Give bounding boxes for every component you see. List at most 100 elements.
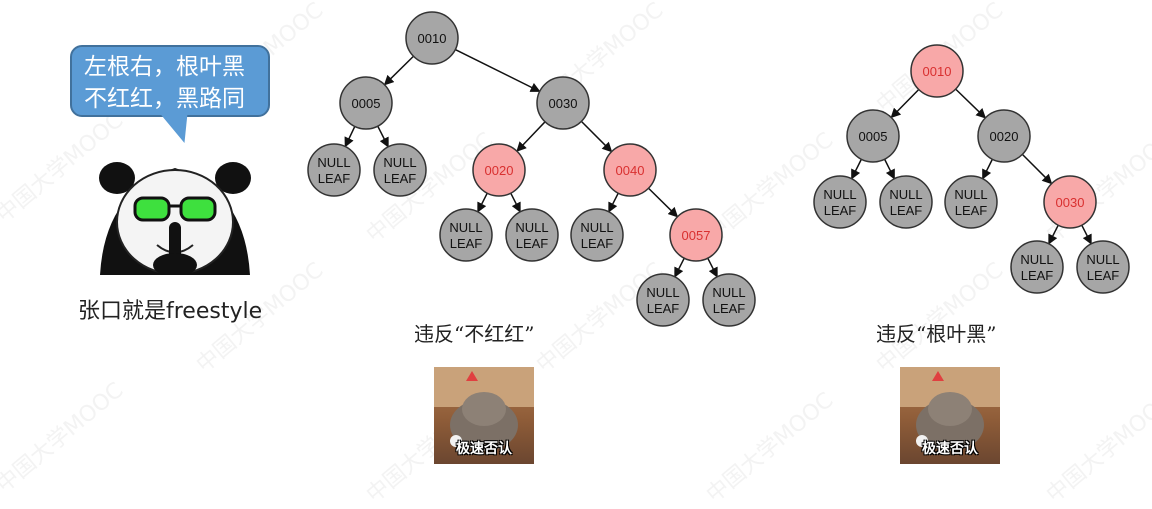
node-label: 0005 — [352, 96, 381, 111]
meme-cat-illustration — [900, 367, 1000, 451]
node-circle — [439, 208, 493, 262]
tree1-edge — [344, 126, 356, 148]
node-label: NULL — [317, 155, 350, 170]
tree1-node-0005: 0005 — [339, 76, 393, 130]
node-label: LEAF — [516, 236, 549, 251]
tree1-edge — [377, 125, 389, 148]
node-circle — [373, 143, 427, 197]
node-circle — [339, 76, 393, 130]
tree1-node-0030: 0030 — [536, 76, 590, 130]
node-label: LEAF — [318, 171, 351, 186]
node-label: 0005 — [859, 129, 888, 144]
bubble-line-2: 不红红，黑路同 — [84, 86, 245, 112]
node-circle — [669, 208, 723, 262]
tree1-edge — [707, 257, 718, 278]
node-circle — [570, 208, 624, 262]
node-label: NULL — [889, 187, 922, 202]
node-label: 0020 — [485, 163, 514, 178]
node-label: 0040 — [616, 163, 645, 178]
node-label: LEAF — [384, 171, 417, 186]
node-label: LEAF — [824, 203, 857, 218]
node-label: LEAF — [1021, 268, 1054, 283]
node-label: 0030 — [549, 96, 578, 111]
node-label: LEAF — [713, 301, 746, 316]
node-label: LEAF — [450, 236, 483, 251]
tree2-edge — [883, 158, 895, 180]
meme-text-left: 极速否认 — [456, 441, 512, 457]
node-label: NULL — [515, 220, 548, 235]
node-circle — [405, 11, 459, 65]
tree1-edge — [580, 120, 613, 153]
node-label: NULL — [449, 220, 482, 235]
node-label: NULL — [646, 285, 679, 300]
tree1-node-0040: 0040 — [603, 143, 657, 197]
tree2-edge — [890, 89, 920, 119]
node-label: NULL — [823, 187, 856, 202]
tree1-node-0020: 0020 — [472, 143, 526, 197]
tree1-edge — [516, 121, 546, 152]
node-circle — [636, 273, 690, 327]
tree1-edge — [674, 257, 685, 278]
tree2-edge — [1048, 224, 1059, 245]
node-circle — [603, 143, 657, 197]
tree2-node-0020: 0020 — [977, 109, 1031, 163]
node-circle — [1076, 240, 1130, 294]
tree2-node-0010: 0010 — [910, 44, 964, 98]
node-label: 0010 — [418, 31, 447, 46]
node-label: 0057 — [682, 228, 711, 243]
bubble-line-1: 左根右，根叶黑 — [84, 54, 245, 80]
node-label: LEAF — [955, 203, 988, 218]
node-circle — [1043, 175, 1097, 229]
meme-image-left: 极速否认 — [434, 367, 534, 464]
node-circle — [536, 76, 590, 130]
tree2-edge — [1021, 153, 1053, 185]
tree2-edge — [982, 158, 994, 180]
tree1-edge — [510, 192, 521, 213]
tree1-caption: 违反“不红红” — [414, 322, 535, 346]
node-circle — [879, 175, 933, 229]
node-circle — [846, 109, 900, 163]
node-circle — [944, 175, 998, 229]
speech-bubble: 左根右，根叶黑 不红红，黑路同 — [70, 45, 270, 117]
node-label: NULL — [1020, 252, 1053, 267]
tree1-node-0057: 0057 — [669, 208, 723, 262]
tree1-edge — [647, 187, 679, 218]
node-label: NULL — [712, 285, 745, 300]
node-label: NULL — [1086, 252, 1119, 267]
node-circle — [977, 109, 1031, 163]
tree1-node-0010: 0010 — [405, 11, 459, 65]
node-circle — [702, 273, 756, 327]
node-circle — [813, 175, 867, 229]
meme-cat-illustration — [434, 367, 534, 451]
tree1-edge — [477, 192, 488, 213]
tree2-caption: 违反“根叶黑” — [876, 322, 997, 346]
tree1-edge — [454, 48, 541, 92]
panda-meme-image — [99, 162, 251, 275]
node-circle — [307, 143, 361, 197]
node-circle — [910, 44, 964, 98]
node-label: NULL — [383, 155, 416, 170]
node-circle — [1010, 240, 1064, 294]
node-label: LEAF — [890, 203, 923, 218]
node-label: 0010 — [923, 64, 952, 79]
tree2-edge — [851, 158, 863, 180]
node-label: NULL — [954, 187, 987, 202]
tree1-edge — [383, 55, 415, 86]
node-circle — [505, 208, 559, 262]
tree1-edge — [608, 192, 619, 213]
meme-image-right: 极速否认 — [900, 367, 1000, 464]
tree2-node-0030: 0030 — [1043, 175, 1097, 229]
node-label: NULL — [580, 220, 613, 235]
